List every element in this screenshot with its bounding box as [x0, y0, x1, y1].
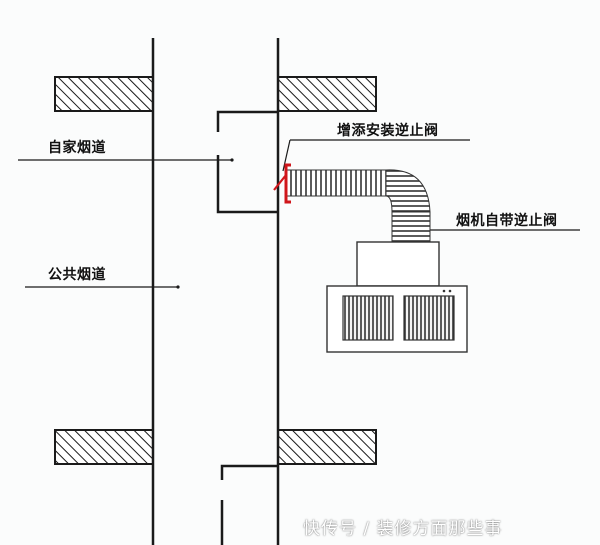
- flexible-duct-vertical: [391, 211, 431, 243]
- leader-own-flue-dot: [230, 158, 234, 162]
- watermark: 快传号 / 装修方面那些事: [303, 519, 503, 539]
- flexible-duct-horizontal: [285, 169, 387, 197]
- hood-builtin-valve-label: 烟机自带逆止阀: [456, 213, 558, 229]
- leader-added-valve-diag: [282, 139, 291, 172]
- added-check-valve-flap: [273, 174, 287, 191]
- hood-control-dot-1: [442, 289, 446, 293]
- upper-slab-left: [54, 76, 154, 112]
- added-check-valve: [284, 163, 291, 204]
- hood-grille-left: [342, 295, 394, 341]
- flexible-duct-elbow: [385, 169, 431, 213]
- own-flue-label: 自家烟道: [48, 140, 106, 156]
- own-flue-next-floor: [220, 464, 278, 480]
- upper-slab-right: [277, 76, 377, 112]
- own-flue-upper: [216, 110, 278, 132]
- hood-control-dot-2: [448, 289, 452, 293]
- own-flue-lower: [216, 155, 278, 214]
- public-flue-label: 公共烟道: [48, 267, 106, 283]
- added-check-valve-label: 增添安装逆止阀: [337, 123, 439, 139]
- hood-motor-housing: [356, 241, 440, 287]
- lower-slab-right: [277, 429, 377, 465]
- lower-slab-left: [54, 429, 154, 465]
- leader-public-flue-dot: [176, 285, 180, 289]
- hood-grille-right: [403, 295, 455, 341]
